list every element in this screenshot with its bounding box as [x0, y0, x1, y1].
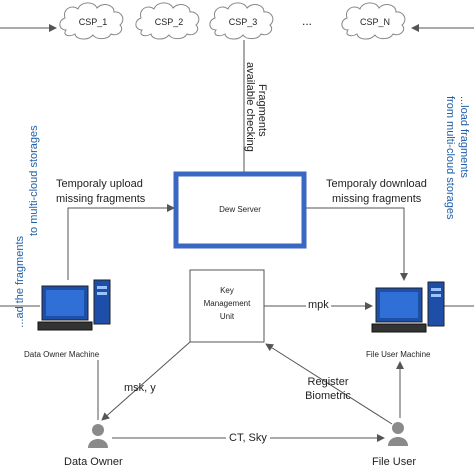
download-arrow [306, 207, 408, 281]
left-side-text-line1: ...ad the fragments [14, 236, 26, 328]
file-user-machine-icon [371, 281, 445, 333]
file-user-machine-label: File User Machine [366, 350, 431, 359]
csp-ellipsis: ... [302, 14, 313, 28]
mpk-label: mpk [306, 299, 331, 311]
file-user-label: File User [372, 456, 417, 468]
msk-label: msk, y [124, 382, 156, 394]
dew-server-label: Dew Server [219, 205, 261, 214]
right-side-text-line2: from multi-cloud storages [444, 96, 456, 220]
download-label-line2: missing fragments [332, 193, 422, 205]
data-owner-label: Data Owner [64, 456, 123, 468]
right-side-text-line1: ...load fragments [458, 96, 470, 178]
data-owner-machine-label: Data Owner Machine [24, 350, 100, 359]
dew-server-box [173, 171, 307, 249]
download-label-line1: Temporaly download [326, 178, 427, 190]
ct-sky-label: CT, Sky [226, 432, 270, 444]
upload-label-line2: missing fragments [56, 193, 146, 205]
csp-n-label: CSP_N [359, 17, 390, 27]
kmu-label-line3: Unit [219, 312, 235, 321]
kmu-label-line1: Key [220, 286, 234, 295]
register-arrow [265, 343, 393, 425]
csp-1-label: CSP_1 [78, 17, 108, 27]
register-label-line2: Biometric [305, 390, 351, 402]
csp-2-label: CSP_2 [154, 17, 184, 27]
upload-label-line1: Temporaly upload [56, 178, 143, 190]
msk-arrow [101, 341, 191, 421]
fragments-label-line1: Fragments [256, 84, 268, 137]
csp-3-label: CSP_3 [228, 17, 258, 27]
file-user-person-icon [388, 422, 408, 446]
left-side-text-line2: to multi-cloud storages [28, 125, 40, 236]
upload-arrow [67, 204, 175, 280]
fragments-label-line2: available checking [244, 62, 256, 152]
register-label-line1: Register [307, 376, 349, 388]
kmu-box [189, 269, 265, 343]
data-owner-machine-icon [37, 279, 111, 331]
data-owner-person-icon [88, 424, 108, 448]
kmu-label-line2: Management [203, 299, 251, 308]
